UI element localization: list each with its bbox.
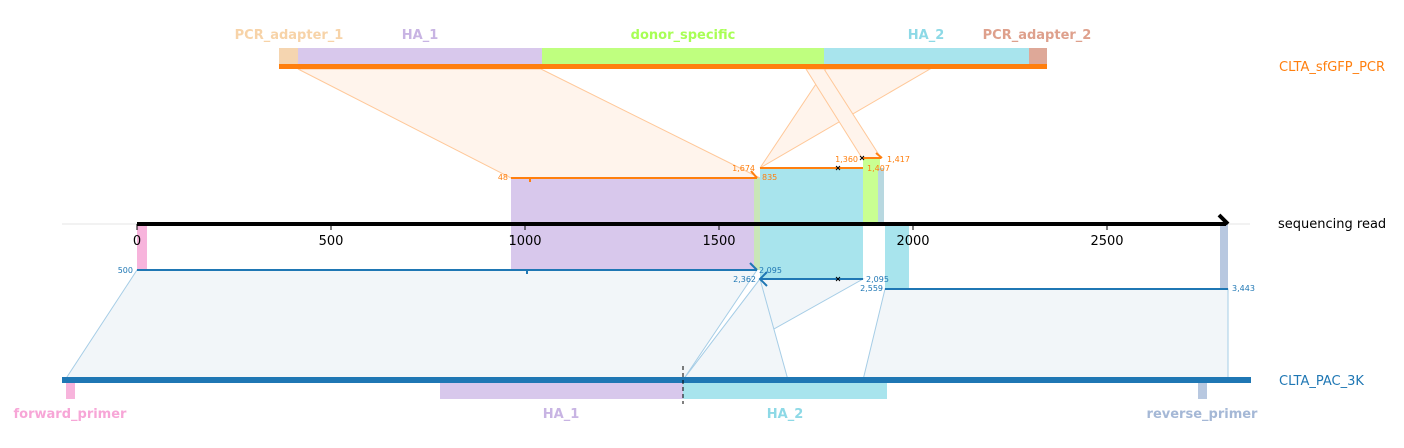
top-reference-line bbox=[279, 64, 1047, 69]
block-ha-2-small bbox=[878, 168, 884, 222]
bottom-position-labels: 500 2,095 2,362 2,095 2,559 3,443 bbox=[118, 266, 1255, 293]
feature-ha-1-top bbox=[298, 48, 542, 66]
pos-1674: 1,674 bbox=[732, 164, 755, 173]
bottom-alignment-fans bbox=[64, 269, 1229, 381]
bottom-reference: forward_primer HA_1 HA_2 reverse_primer … bbox=[14, 366, 1364, 422]
pos-2559: 2,559 bbox=[860, 284, 883, 293]
feature-ha-2-bottom bbox=[683, 380, 887, 399]
read-ticks bbox=[136, 224, 1108, 230]
sequencing-read-name: sequencing read bbox=[1278, 217, 1386, 232]
label-ha-2-bottom: HA_2 bbox=[767, 407, 804, 422]
pos-48: 48 bbox=[498, 173, 508, 182]
pos-3443: 3,443 bbox=[1232, 284, 1255, 293]
feature-pcr-adapter-1 bbox=[279, 48, 298, 66]
pos-500: 500 bbox=[118, 266, 133, 275]
pos-2095-b: 2,095 bbox=[866, 275, 889, 284]
label-pcr-adapter-1: PCR_adapter_1 bbox=[235, 28, 344, 43]
block-donor-small bbox=[863, 158, 880, 222]
tick-0: 0 bbox=[133, 234, 141, 249]
label-forward-primer: forward_primer bbox=[14, 407, 128, 422]
label-reverse-primer: reverse_primer bbox=[1147, 407, 1259, 422]
tick-1000: 1000 bbox=[508, 234, 541, 249]
bottom-read-name: CLTA_PAC_3K bbox=[1279, 374, 1364, 389]
pos-2362: 2,362 bbox=[733, 275, 756, 284]
top-reference: PCR_adapter_1 HA_1 donor_specific HA_2 P… bbox=[235, 28, 1385, 75]
top-read-name: CLTA_sfGFP_PCR bbox=[1279, 60, 1385, 75]
block-forward-primer bbox=[137, 224, 147, 270]
pos-1407: 1,407 bbox=[867, 164, 890, 173]
pos-835: 835 bbox=[762, 173, 777, 182]
label-donor-specific: donor_specific bbox=[631, 28, 736, 43]
feature-donor-specific bbox=[542, 48, 824, 66]
bottom-alignment-lines bbox=[137, 262, 1228, 290]
bottom-reference-line bbox=[62, 377, 1251, 383]
feature-ha-1-bottom bbox=[440, 380, 683, 399]
top-alignment-marks bbox=[835, 155, 865, 171]
tick-500: 500 bbox=[319, 234, 344, 249]
pos-1417: 1,417 bbox=[887, 155, 910, 164]
feature-pcr-adapter-2 bbox=[1029, 48, 1047, 66]
tick-1500: 1500 bbox=[702, 234, 735, 249]
bottom-alignment-marks bbox=[835, 276, 841, 282]
read-arrow-head bbox=[1217, 213, 1230, 226]
top-position-labels: 48 1,674 835 1,360 1,407 1,417 bbox=[498, 155, 910, 182]
label-ha-1-top: HA_1 bbox=[402, 28, 439, 43]
feature-forward-primer bbox=[66, 380, 75, 399]
sequencing-read: 0 500 1000 1500 2000 2500 sequencing rea… bbox=[62, 213, 1386, 249]
label-ha-1-bottom: HA_1 bbox=[543, 407, 580, 422]
pos-1360: 1,360 bbox=[835, 155, 858, 164]
feature-reverse-primer bbox=[1198, 380, 1207, 399]
feature-ha-2-top bbox=[824, 48, 1029, 66]
pos-2095-a: 2,095 bbox=[759, 266, 782, 275]
top-alignment-lines bbox=[511, 152, 883, 182]
label-pcr-adapter-2: PCR_adapter_2 bbox=[983, 28, 1092, 43]
block-reverse-primer bbox=[1220, 224, 1228, 289]
tick-2000: 2000 bbox=[896, 234, 929, 249]
block-ha-2-right bbox=[885, 222, 909, 289]
label-ha-2-top: HA_2 bbox=[908, 28, 945, 43]
tick-2500: 2500 bbox=[1090, 234, 1123, 249]
